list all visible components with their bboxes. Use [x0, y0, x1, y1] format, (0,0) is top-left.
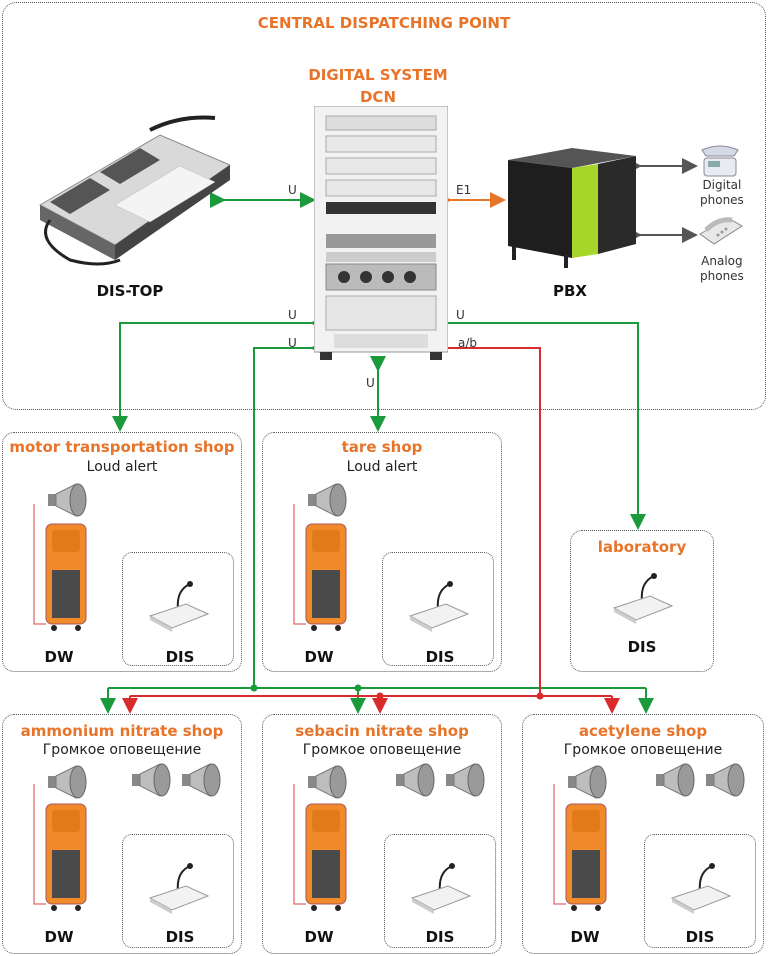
loudspeaker-icon [48, 483, 87, 517]
link-label-u-bus: U [288, 336, 297, 350]
pbx-label: PBX [553, 282, 587, 300]
dw-column-icon [293, 784, 347, 911]
motor-dis-box [122, 552, 234, 666]
dw-column-icon [553, 784, 607, 911]
analog-phone-icon [699, 217, 743, 245]
dis-microphone-icon [612, 573, 674, 624]
system-title: DIGITAL SYSTEM [308, 66, 448, 84]
dw-column-icon [33, 504, 87, 631]
dw-column-icon [293, 504, 347, 631]
dis-microphone-icon [410, 863, 472, 914]
ammonium-dw-label: DW [44, 928, 74, 946]
dis-top-console-icon [38, 115, 230, 266]
loudspeaker-icon [182, 763, 221, 797]
acetylene-dw-label: DW [570, 928, 600, 946]
dis-top-label: DIS-TOP [96, 282, 164, 300]
wire-lab [434, 315, 646, 530]
link-label-e1: E1 [456, 183, 472, 197]
dis-microphone-icon [148, 863, 210, 914]
ammonium-dis-label: DIS [165, 928, 195, 946]
tare-dis-box [382, 552, 494, 666]
loudspeaker-icon [308, 483, 347, 517]
motor-shop-subtitle: Loud alert [86, 459, 158, 475]
ammonium-shop-box [2, 714, 242, 954]
sebacin-shop-title: sebacin nitrate shop [295, 722, 469, 740]
pbx-icon [508, 148, 636, 268]
lab-dis-label: DIS [627, 638, 657, 656]
dcn-cabinet-icon [314, 106, 448, 360]
wire-green-bus [253, 340, 326, 688]
acetylene-dis-box [644, 834, 756, 948]
laboratory-title: laboratory [597, 538, 687, 556]
motor-shop-box [2, 432, 242, 672]
link-label-u-tare: U [366, 376, 375, 390]
acetylene-dis-label: DIS [685, 928, 715, 946]
wire-motor [112, 315, 326, 432]
link-label-ab: a/b [458, 336, 478, 350]
loudspeaker-icon [656, 763, 695, 797]
loudspeaker-icon [706, 763, 745, 797]
loudspeaker-icon [446, 763, 485, 797]
sebacin-dis-box [384, 834, 496, 948]
ammonium-shop-title: ammonium nitrate shop [20, 722, 224, 740]
sebacin-shop-box [262, 714, 502, 954]
motor-dis-label: DIS [165, 648, 195, 666]
loudspeaker-icon [396, 763, 435, 797]
motor-dw-label: DW [44, 648, 74, 666]
dis-microphone-icon [148, 581, 210, 632]
acetylene-shop-box [522, 714, 764, 954]
loudspeaker-icon [48, 765, 87, 799]
dw-column-icon [33, 784, 87, 911]
dis-microphone-icon [670, 863, 732, 914]
tare-shop-title: tare shop [341, 438, 423, 456]
acetylene-shop-subtitle: Громкое оповещение [563, 742, 723, 758]
link-label-u-distop: U [288, 183, 297, 197]
sebacin-dw-label: DW [304, 928, 334, 946]
tare-shop-box [262, 432, 502, 672]
system-subtitle: DCN [359, 88, 396, 106]
sebacin-shop-subtitle: Громкое оповещение [302, 742, 462, 758]
acetylene-shop-title: acetylene shop [578, 722, 708, 740]
sebacin-dis-label: DIS [425, 928, 455, 946]
laboratory-box [570, 530, 714, 672]
loudspeaker-icon [132, 763, 171, 797]
central-title: CENTRAL DISPATCHING POINT [257, 14, 511, 32]
dis-microphone-icon [408, 581, 470, 632]
link-label-u-lab: U [456, 308, 465, 322]
digital-phone-icon [701, 145, 739, 177]
ammonium-shop-subtitle: Громкое оповещение [42, 742, 202, 758]
wire-ab-bus [434, 340, 541, 696]
motor-shop-title: motor transportation shop [9, 438, 235, 456]
tare-shop-subtitle: Loud alert [346, 459, 418, 475]
loudspeaker-icon [568, 765, 607, 799]
ammonium-dis-box [122, 834, 234, 948]
tare-dis-label: DIS [425, 648, 455, 666]
tare-dw-label: DW [304, 648, 334, 666]
link-label-u-motor: U [288, 308, 297, 322]
loudspeaker-icon [308, 765, 347, 799]
